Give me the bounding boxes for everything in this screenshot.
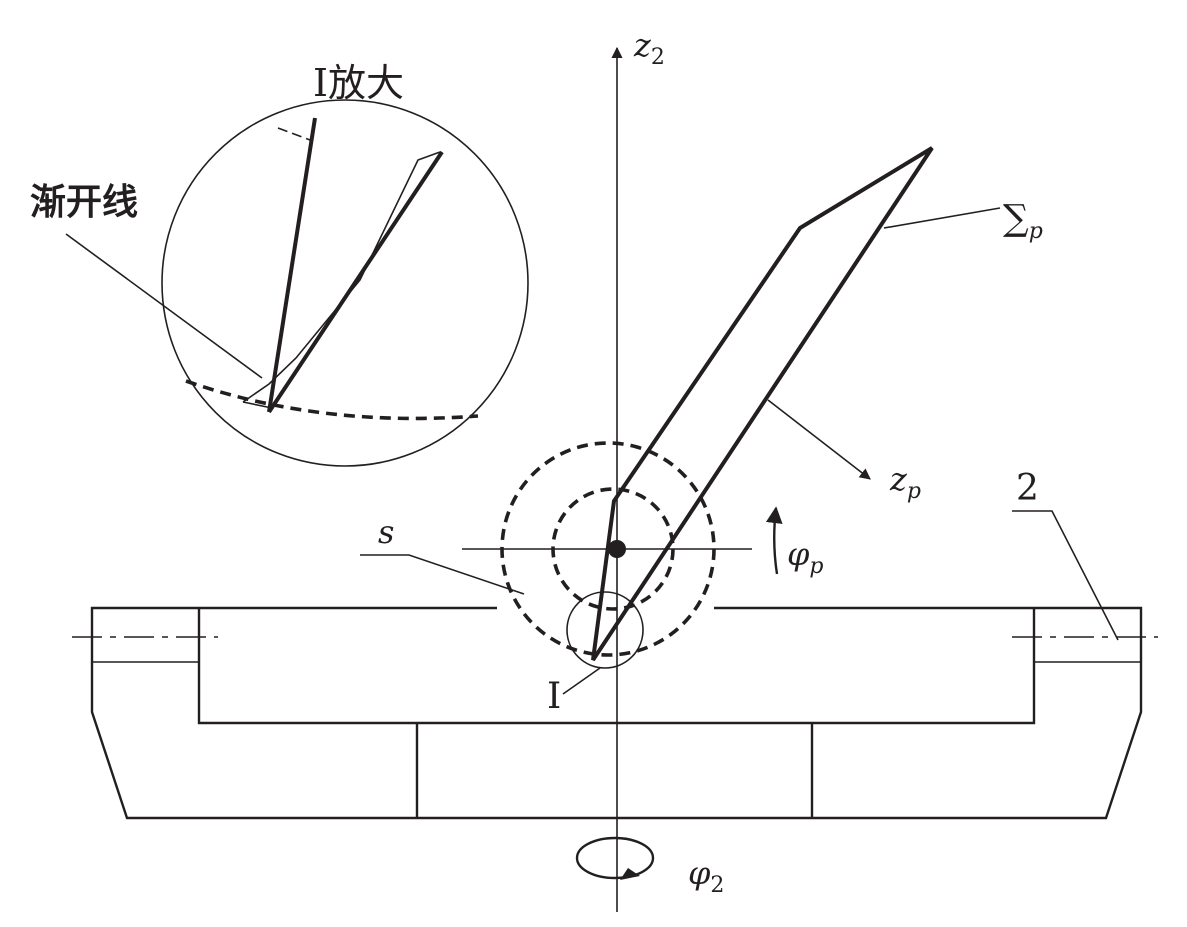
zp-axis: zp	[767, 399, 921, 504]
sigma-leader	[883, 207, 1001, 229]
involute-leader	[65, 233, 263, 379]
enlarged-top-dash	[277, 127, 311, 141]
detail-I: I	[547, 591, 644, 717]
s-label: s	[378, 513, 394, 551]
part-2-group: 2	[1012, 468, 1119, 641]
tool-body	[591, 146, 934, 662]
detail-I-label: I	[547, 676, 561, 717]
enlarged-tool-edge	[267, 117, 317, 413]
enlarged-dashed-arc	[185, 379, 479, 421]
enlarged-circle	[161, 99, 529, 467]
enlarged-view: I放大 渐开线	[30, 61, 529, 467]
s-leader	[360, 554, 525, 595]
detail-circle	[566, 591, 644, 669]
zp-label: zp	[889, 460, 921, 504]
machine-base	[72, 606, 1158, 820]
involute-base	[242, 401, 273, 409]
s-label-group: s	[360, 513, 525, 595]
phi2-label: φ2	[688, 854, 724, 898]
enlarge-title: I放大	[313, 61, 404, 105]
z2-axis: z2	[611, 26, 665, 912]
phi2-rotation: φ2	[575, 836, 724, 898]
part-2-leader	[1012, 510, 1119, 641]
enlarged-tool-flank	[267, 150, 444, 414]
part-2-label: 2	[1016, 468, 1039, 509]
sigma-label-group: ∑p	[883, 198, 1043, 244]
detail-leader	[562, 667, 601, 695]
center-point	[608, 540, 626, 558]
phip-label: φp	[787, 535, 824, 579]
phip-rotation: φp	[765, 506, 824, 579]
z2-label: z2	[633, 26, 665, 70]
involute-label: 渐开线	[30, 182, 138, 223]
sigma-label: ∑p	[1003, 198, 1043, 244]
involute-curve	[242, 151, 441, 403]
